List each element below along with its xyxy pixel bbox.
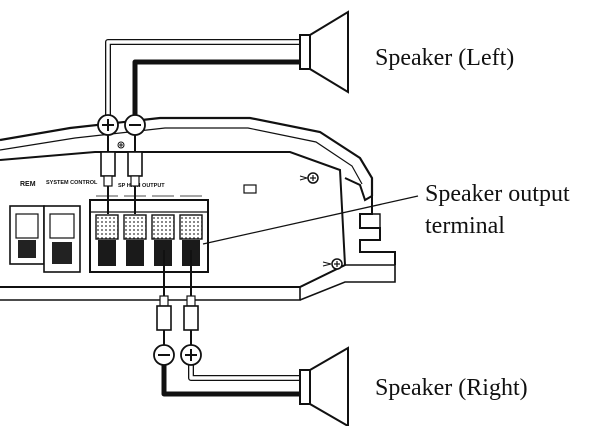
label-speaker-left: Speaker (Left) <box>375 45 515 71</box>
wire-right-minus <box>161 330 300 397</box>
panel-polarity-marks <box>117 141 125 149</box>
label-speaker-right: Speaker (Right) <box>375 375 528 401</box>
left-panel-connectors <box>9 205 81 273</box>
ground-screw-icon <box>299 172 319 184</box>
speaker-icon <box>299 346 349 426</box>
terminal-slot <box>123 214 147 266</box>
plug-connector <box>100 151 116 214</box>
minus-symbol <box>124 114 146 136</box>
minus-symbol <box>153 344 175 366</box>
amplifier-body <box>0 116 396 301</box>
plus-symbol <box>97 114 119 136</box>
plus-symbol <box>180 344 202 366</box>
label-output-terminal-line1: Speaker output <box>425 181 570 207</box>
plug-connector <box>127 151 143 214</box>
panel-text-system-control: SYSTEM CONTROL <box>46 180 98 186</box>
panel-text-terminal-header: SP HIGH OUTPUT <box>118 183 165 189</box>
callout-line <box>202 195 419 245</box>
panel-text-rem: REM <box>20 181 36 188</box>
label-output-terminal-line2: terminal <box>425 213 505 239</box>
ground-screw-icon <box>322 258 343 270</box>
wire-left-plus <box>105 39 300 152</box>
wire-right-plus <box>188 330 300 381</box>
speaker-icon <box>299 10 349 94</box>
terminal-block <box>89 199 209 273</box>
terminal-slot <box>95 214 119 266</box>
wire-left-minus <box>132 59 300 152</box>
